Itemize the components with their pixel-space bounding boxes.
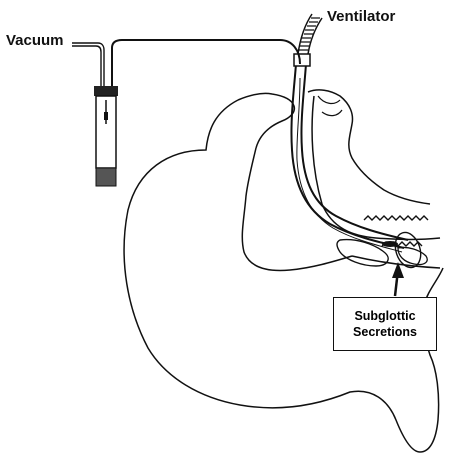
larynx-loop	[398, 247, 427, 264]
callout-arrow	[392, 262, 404, 296]
ventilator-connector	[294, 14, 322, 66]
spine-notch	[318, 96, 342, 116]
posterior-wall	[312, 96, 440, 240]
ventilator-label: Ventilator	[327, 8, 395, 25]
collection-canister	[94, 86, 118, 186]
vacuum-line-left	[72, 43, 104, 86]
nasal-contour	[238, 93, 294, 148]
subglottic-secretions-callout: Subglottic Secretions	[333, 297, 437, 351]
vacuum-label: Vacuum	[6, 32, 64, 49]
vacuum-line-to-tube	[112, 40, 300, 86]
callout-line-1: Subglottic	[334, 308, 436, 324]
callout-line-2: Secretions	[334, 324, 436, 340]
pharynx-posterior	[308, 90, 430, 204]
